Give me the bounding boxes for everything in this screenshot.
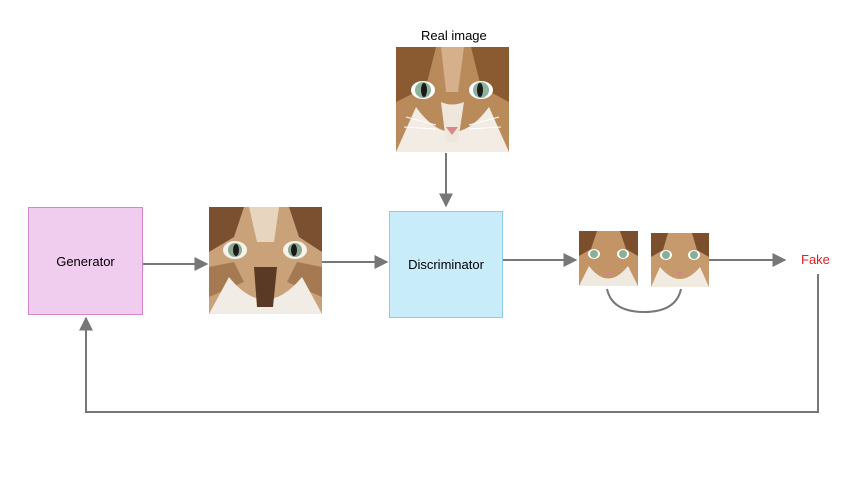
real-cat-image <box>396 47 509 152</box>
discriminator-box: Discriminator <box>389 211 503 318</box>
generator-label: Generator <box>56 253 115 269</box>
output-cat-image-2 <box>651 233 709 287</box>
output-cat-image-1 <box>579 231 638 286</box>
discriminator-label: Discriminator <box>408 257 484 272</box>
generator-box: Generator <box>28 207 143 315</box>
fake-label: Fake <box>801 252 830 267</box>
pair-bracket-arc <box>606 288 682 314</box>
generated-cat-image <box>209 207 322 314</box>
real-image-label: Real image <box>421 28 487 43</box>
feedback-line <box>79 274 819 413</box>
